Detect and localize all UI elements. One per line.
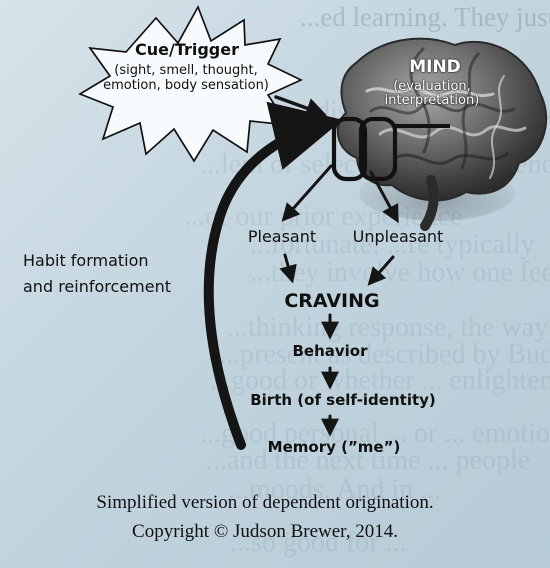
mind-details: (evaluation, interpretation) [369,80,495,109]
caption-line-1: Simplified version of dependent originat… [55,489,475,518]
birth-label: Birth (of self-identity) [248,393,438,409]
pleasant-label: Pleasant [234,229,330,246]
pleasant-to-craving-arrow [285,255,292,280]
unpleasant-label: Unpleasant [343,229,453,246]
unpleasant-to-craving-arrow [370,257,393,283]
craving-label: CRAVING [277,292,387,312]
caption-line-2: Copyright © Judson Brewer, 2014. [55,518,475,547]
diagram-caption: Simplified version of dependent originat… [55,489,475,546]
mind-title: MIND [385,59,485,77]
cue-trigger-details: (sight, smell, thought, emotion, body se… [101,64,271,93]
memory-label: Memory (”me”) [264,440,404,456]
mind-to-pleasant-arrow [284,166,331,219]
behavior-label: Behavior [275,344,385,360]
cue-to-mind-arrow [276,97,323,114]
cue-trigger-title: Cue/Trigger [112,42,262,59]
habit-formation-label: Habit formation and reinforcement [23,248,173,301]
